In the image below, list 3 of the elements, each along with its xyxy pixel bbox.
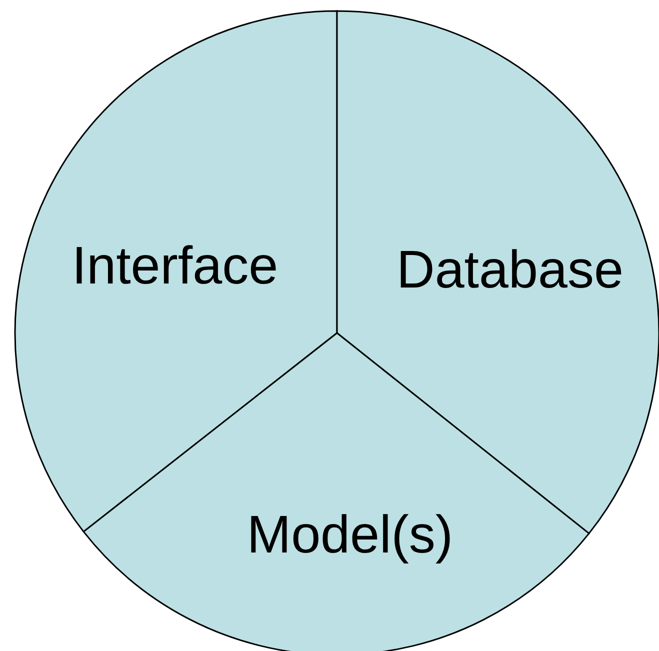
sector-label: Database <box>396 244 624 296</box>
sector-label: Interface <box>72 240 278 292</box>
sector-label: Model(s) <box>246 508 454 562</box>
